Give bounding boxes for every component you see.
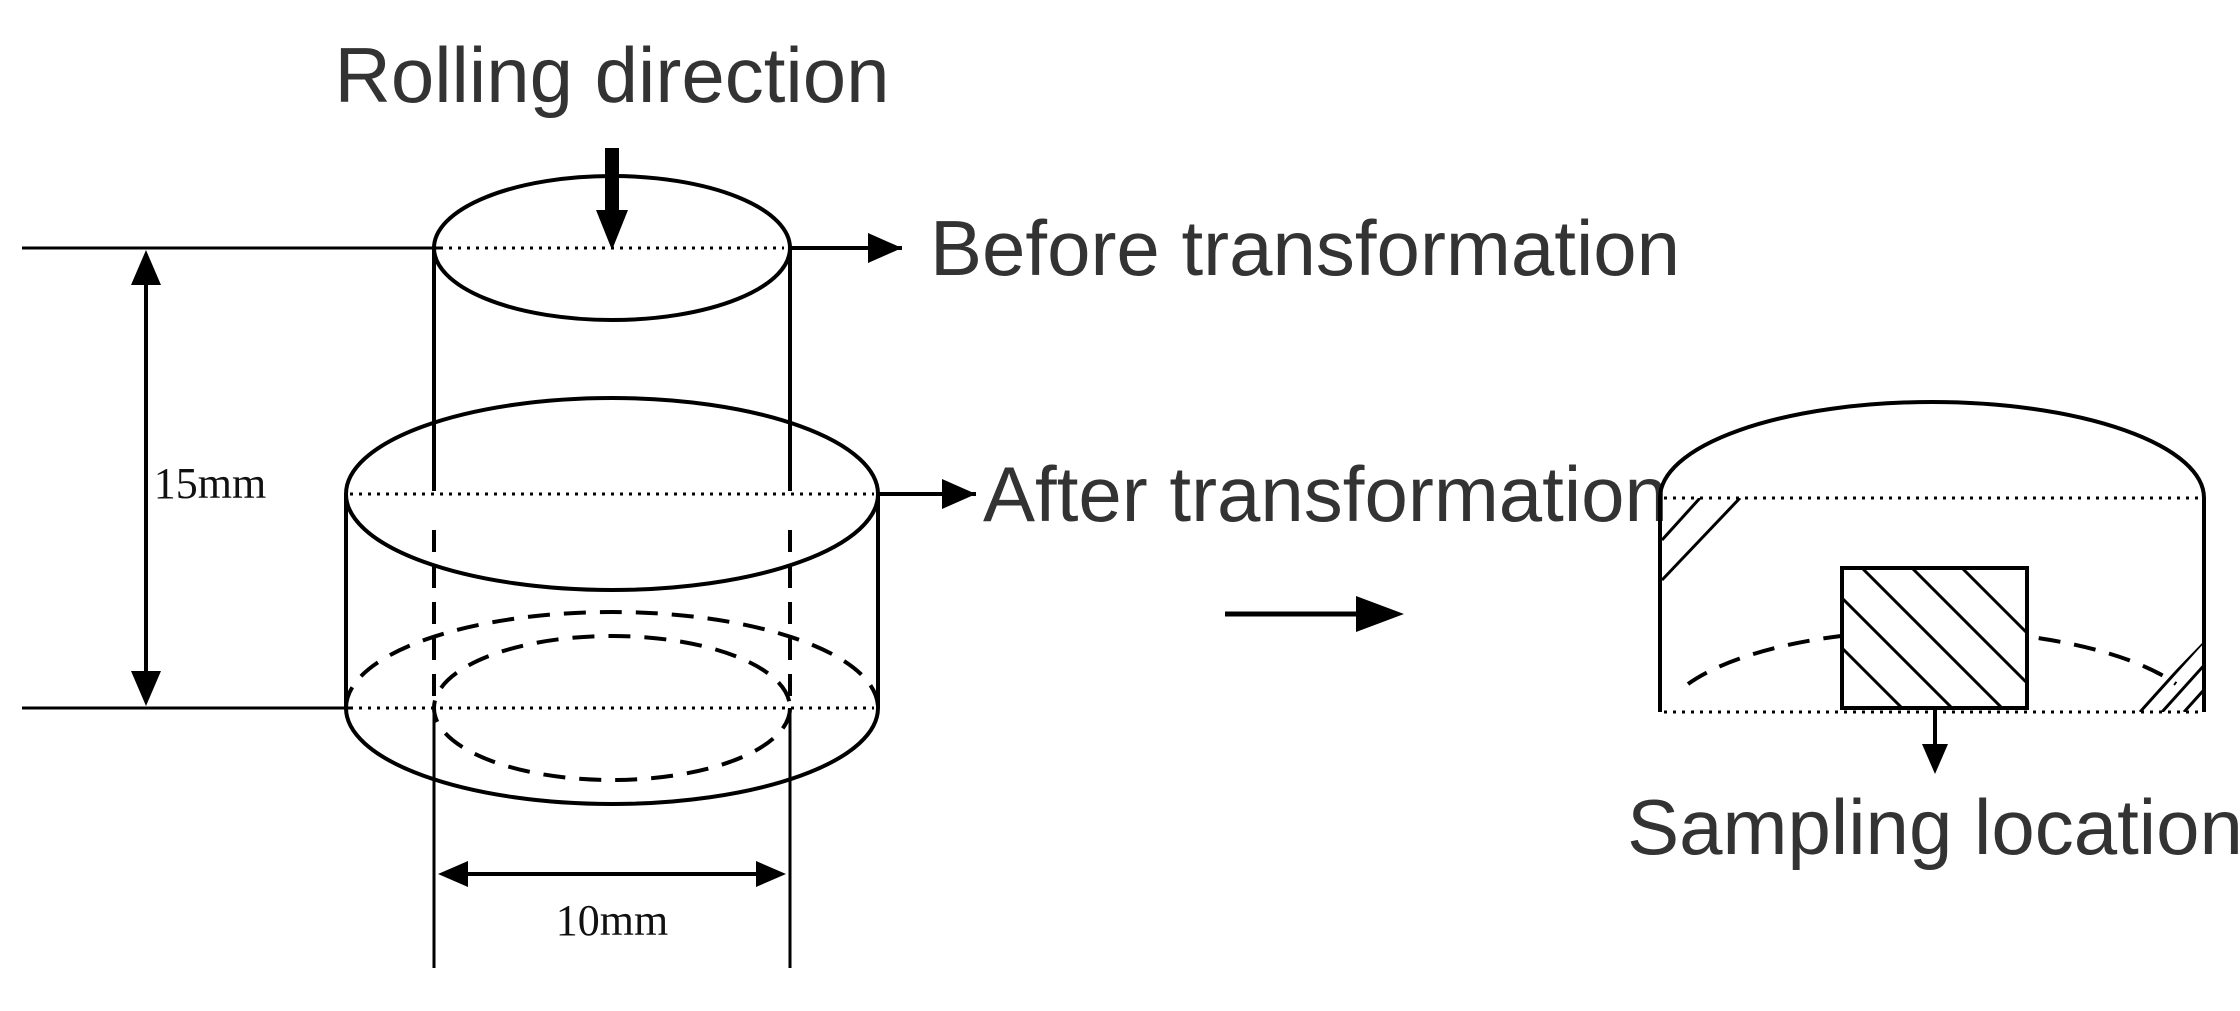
before-transformation-label: Before transformation xyxy=(930,204,1680,292)
after-pointer-head xyxy=(942,479,976,509)
deformed-cylinder xyxy=(344,396,880,806)
height-dimension-label: 15mm xyxy=(154,459,266,508)
sampling-location-label: Sampling location xyxy=(1627,783,2240,871)
after-transformation-label: After transformation xyxy=(983,450,1668,538)
diameter-dimension-label: 10mm xyxy=(556,896,668,945)
sampling-location-pointer xyxy=(1922,708,1948,774)
sampling-box xyxy=(1840,566,2029,710)
height-dimension-arrow xyxy=(131,250,161,706)
right-corner-hatch xyxy=(2138,642,2203,712)
before-pointer-head xyxy=(868,233,902,263)
rolling-direction-label: Rolling direction xyxy=(335,31,890,119)
diameter-dimension-arrow xyxy=(438,861,786,887)
left-corner-hatch xyxy=(1662,498,1745,585)
original-cylinder xyxy=(432,174,792,782)
rolling-direction-arrow xyxy=(596,148,628,250)
process-arrow xyxy=(1225,596,1404,632)
